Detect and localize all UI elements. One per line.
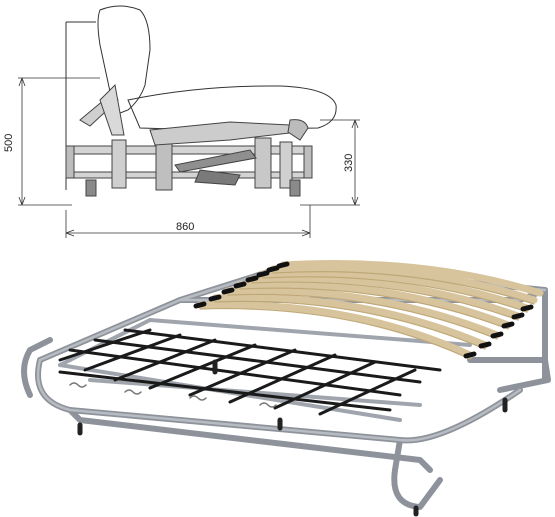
slat-caps: [193, 261, 534, 359]
backrest-outline: [97, 5, 151, 116]
wooden-slats: [196, 260, 544, 359]
webbing-grid: [58, 328, 442, 416]
mechanism-frame: [65, 83, 313, 197]
seat-cushion-outline: [127, 85, 337, 131]
frame-feet: [77, 359, 508, 517]
frame-hooks: [69, 382, 277, 408]
dimension-lines: [18, 77, 360, 238]
side-view-drawing: [18, 5, 360, 238]
depth-label: 860: [176, 221, 195, 233]
